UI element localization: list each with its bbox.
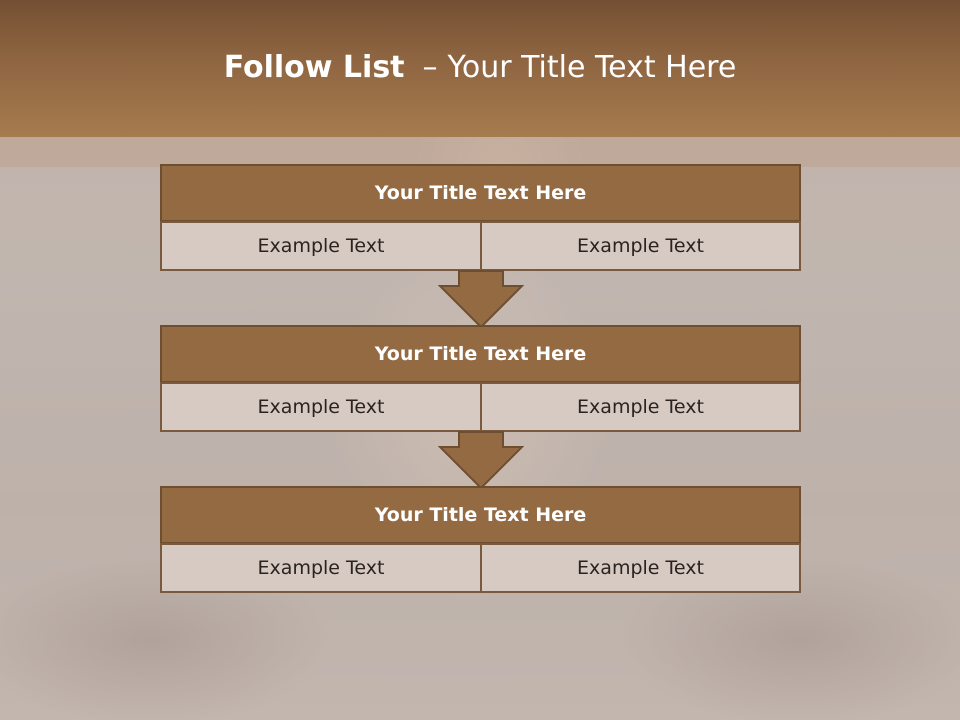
step-cell-right: Example Text: [480, 382, 801, 432]
step-cell-left: Example Text: [160, 382, 482, 432]
slide-title-dash: –: [422, 50, 438, 85]
down-arrow-icon: [438, 270, 524, 328]
step-cell-right: Example Text: [480, 543, 801, 593]
slide-title-bold: Follow List: [223, 50, 405, 85]
step-title: Your Title Text Here: [160, 164, 801, 222]
step-cell-left: Example Text: [160, 543, 482, 593]
title-banner-strip: [0, 137, 960, 167]
step-cell-right: Example Text: [480, 221, 801, 271]
step-title: Your Title Text Here: [160, 486, 801, 544]
step-cell-left: Example Text: [160, 221, 482, 271]
down-arrow-icon: [438, 431, 524, 489]
title-banner: [0, 0, 960, 137]
slide-title-rest: Your Title Text Here: [447, 50, 737, 85]
slide-title: Follow List–Your Title Text Here: [0, 50, 960, 85]
step-title: Your Title Text Here: [160, 325, 801, 383]
